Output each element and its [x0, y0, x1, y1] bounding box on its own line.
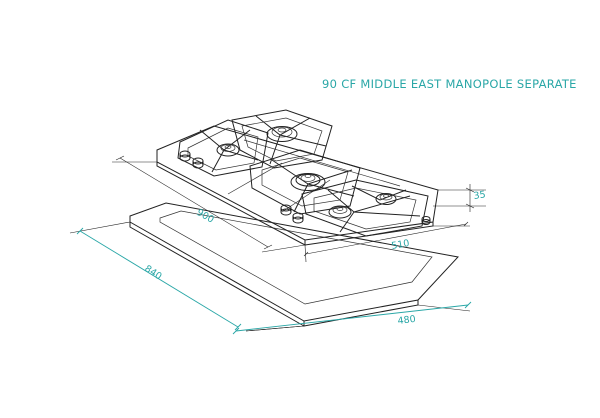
- control-knob: [421, 216, 431, 225]
- control-knob: [292, 212, 304, 224]
- gas-burner-icon: [375, 193, 397, 205]
- control-knobs: [179, 150, 431, 225]
- gas-burner-icon: [290, 173, 326, 191]
- dimension-label-510: 510: [391, 238, 411, 252]
- dimension-hob-width: 900: [112, 155, 306, 253]
- dimension-cutout-depth: 480: [232, 301, 472, 335]
- gas-burner-icon: [216, 143, 240, 157]
- dimension-label-480: 480: [397, 314, 416, 327]
- dimension-hob-height: 35: [433, 184, 486, 212]
- dimension-hob-depth: 510: [303, 221, 470, 263]
- control-knob: [179, 150, 191, 162]
- gas-burner-icon: [266, 126, 298, 142]
- control-knob: [280, 204, 292, 216]
- pan-support-grates: [177, 109, 429, 237]
- dimension-label-35: 35: [473, 189, 487, 202]
- dimension-label-900: 900: [195, 207, 216, 226]
- control-knob: [192, 157, 204, 169]
- drawing-title: 90 CF MIDDLE EAST MANOPOLE SEPARATE: [322, 77, 577, 91]
- dimension-cutout-width: 840: [69, 221, 305, 332]
- gas-burners: [216, 126, 397, 219]
- gas-burner-icon: [328, 205, 352, 219]
